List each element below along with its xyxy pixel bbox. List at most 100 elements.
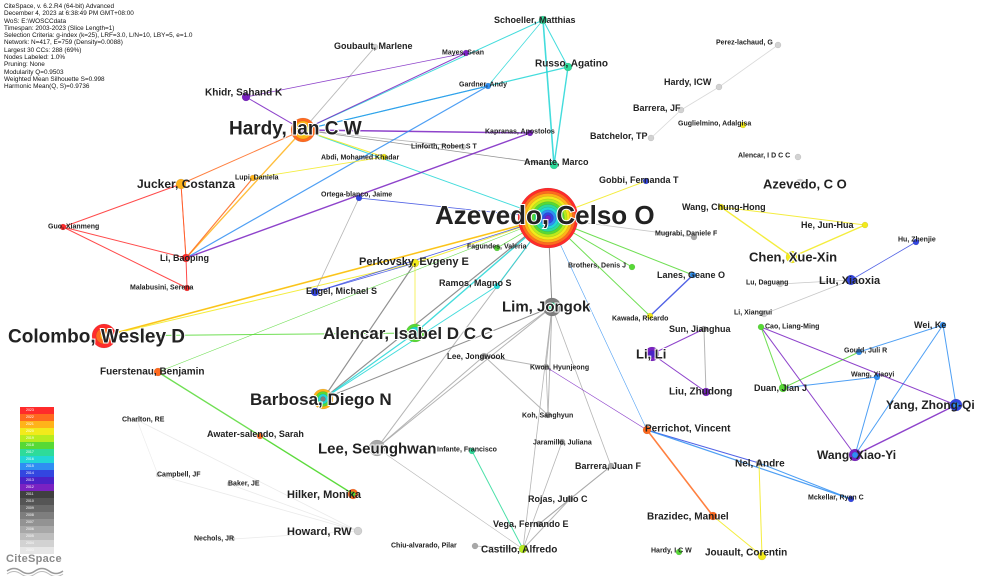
author-node[interactable]: [256, 432, 264, 440]
author-node[interactable]: [535, 520, 543, 528]
author-node[interactable]: [689, 271, 697, 279]
author-node[interactable]: [647, 134, 655, 142]
author-node[interactable]: [371, 43, 379, 51]
author-node[interactable]: [690, 233, 698, 241]
author-node[interactable]: [155, 472, 161, 478]
coauthor-edge: [302, 85, 489, 131]
author-node[interactable]: [241, 92, 251, 102]
node-ring: [371, 43, 379, 51]
author-node[interactable]: [134, 417, 140, 423]
author-node[interactable]: [845, 274, 857, 286]
author-node[interactable]: [484, 82, 492, 90]
author-node[interactable]: [181, 253, 191, 263]
author-node[interactable]: [542, 297, 562, 317]
author-label: Hardy, ICW: [664, 77, 712, 87]
coauthor-edge: [376, 306, 553, 449]
author-node[interactable]: [549, 160, 559, 170]
author-node[interactable]: [518, 544, 528, 554]
author-node[interactable]: [715, 83, 723, 91]
author-node[interactable]: [544, 411, 552, 419]
author-node[interactable]: [794, 178, 806, 190]
legend-year: 2013: [26, 478, 34, 482]
author-node[interactable]: [785, 250, 799, 264]
author-node[interactable]: [642, 425, 652, 435]
author-label: Mckellar, Ryan C: [808, 494, 864, 501]
coauthor-edge: [545, 366, 648, 431]
node-ring: [563, 62, 573, 72]
author-node[interactable]: [757, 323, 765, 331]
author-node[interactable]: [755, 459, 763, 467]
author-node[interactable]: [91, 323, 117, 349]
coauthor-edge: [712, 515, 763, 557]
node-ring: [952, 401, 960, 409]
author-node[interactable]: [459, 143, 467, 151]
author-node[interactable]: [468, 447, 476, 455]
author-node[interactable]: [538, 15, 548, 25]
author-node[interactable]: [542, 363, 550, 371]
author-node[interactable]: [642, 177, 650, 185]
author-node[interactable]: [708, 511, 718, 521]
author-node[interactable]: [230, 536, 236, 542]
author-node[interactable]: [628, 263, 636, 271]
author-label: Perrichot, Vincent: [645, 424, 731, 435]
author-node[interactable]: [677, 106, 685, 114]
author-node[interactable]: [794, 153, 802, 161]
author-node[interactable]: [226, 481, 232, 487]
author-node[interactable]: [153, 367, 163, 377]
author-node[interactable]: [462, 49, 470, 57]
author-node[interactable]: [717, 203, 725, 211]
author-node[interactable]: [249, 174, 257, 182]
coauthor-edge: [314, 217, 549, 293]
legend-year: 2011: [26, 492, 34, 496]
author-node[interactable]: [347, 488, 359, 500]
author-node[interactable]: [183, 284, 191, 292]
author-node[interactable]: [175, 178, 187, 190]
coauthor-edge: [854, 324, 944, 456]
coauthor-edge: [522, 498, 571, 550]
author-node[interactable]: [776, 280, 784, 288]
author-node[interactable]: [355, 194, 363, 202]
author-node[interactable]: [526, 129, 534, 137]
node-ring: [700, 325, 708, 333]
author-node[interactable]: [757, 551, 767, 561]
author-node[interactable]: [59, 223, 67, 231]
node-ring: [459, 143, 467, 151]
author-node[interactable]: [778, 383, 788, 393]
node-ring: [648, 350, 656, 358]
author-node[interactable]: [675, 548, 683, 556]
author-node[interactable]: [290, 117, 316, 143]
author-node[interactable]: [701, 387, 711, 397]
node-ring: [299, 126, 307, 134]
author-node[interactable]: [646, 312, 654, 320]
author-node[interactable]: [517, 187, 579, 249]
author-node[interactable]: [312, 388, 334, 410]
author-node[interactable]: [847, 495, 855, 503]
author-node[interactable]: [607, 462, 615, 470]
author-node[interactable]: [861, 221, 869, 229]
author-node[interactable]: [644, 346, 660, 362]
author-node[interactable]: [873, 373, 881, 381]
author-node[interactable]: [493, 244, 501, 252]
coauthor-edge: [758, 462, 852, 500]
author-node[interactable]: [848, 448, 862, 462]
author-node[interactable]: [558, 438, 566, 446]
author-node[interactable]: [353, 526, 363, 536]
author-node[interactable]: [739, 121, 747, 129]
author-node[interactable]: [380, 153, 388, 161]
author-node[interactable]: [480, 352, 488, 360]
author-node[interactable]: [410, 258, 420, 268]
author-node[interactable]: [700, 325, 708, 333]
author-node[interactable]: [405, 323, 425, 343]
author-node[interactable]: [310, 287, 320, 297]
author-node[interactable]: [493, 282, 501, 290]
author-node[interactable]: [760, 310, 768, 318]
author-node[interactable]: [774, 41, 782, 49]
author-node[interactable]: [471, 542, 479, 550]
author-node[interactable]: [912, 238, 920, 246]
author-node[interactable]: [949, 398, 963, 412]
author-node[interactable]: [368, 439, 386, 457]
author-node[interactable]: [566, 495, 574, 503]
author-node[interactable]: [855, 348, 863, 356]
author-node[interactable]: [563, 62, 573, 72]
author-node[interactable]: [939, 321, 947, 329]
